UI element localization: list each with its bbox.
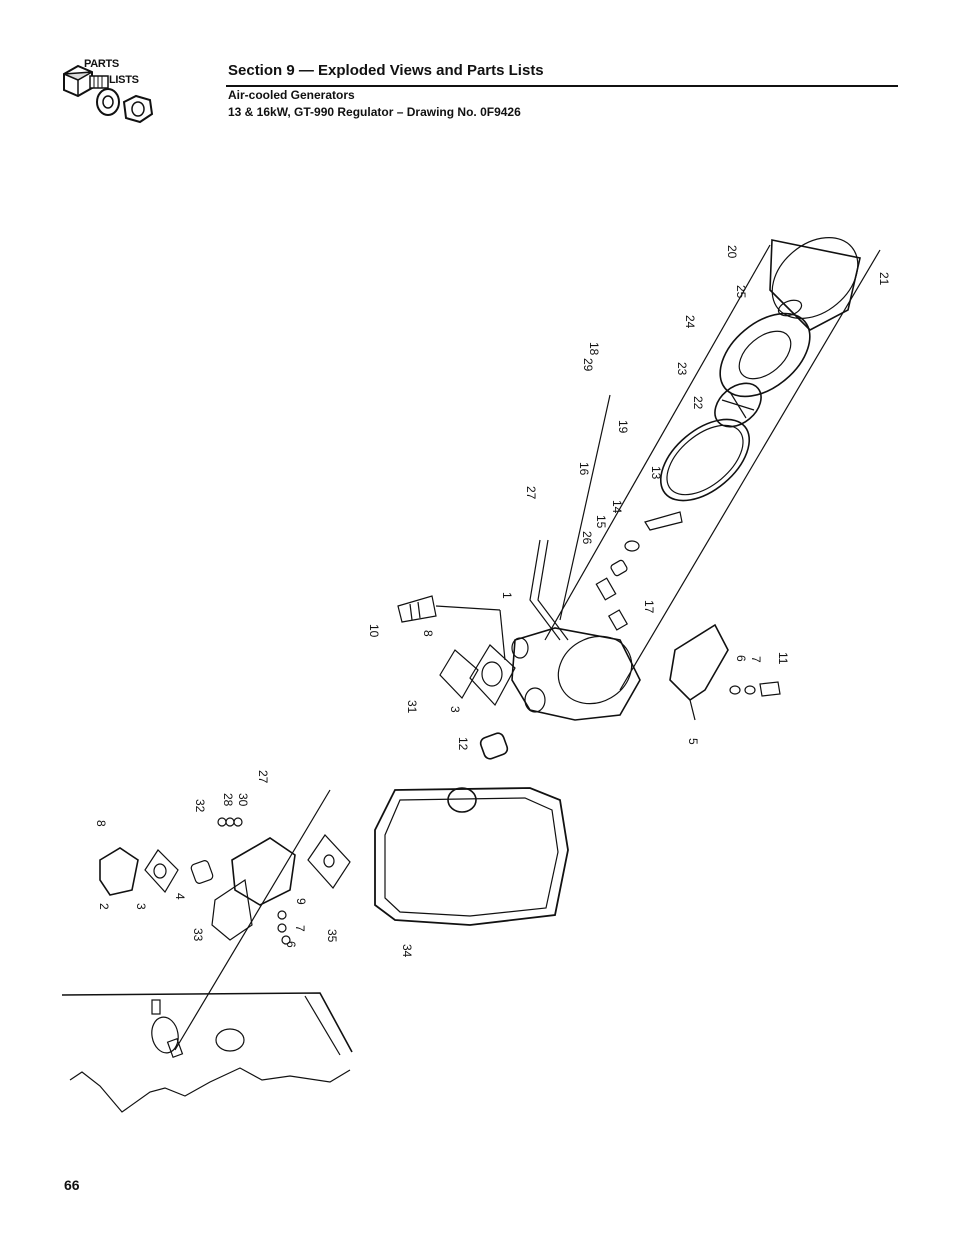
subtitle-line-2: 13 & 16kW, GT-990 Regulator – Drawing No… [228,105,521,119]
callout-11: 11 [776,652,790,665]
callout-32: 32 [193,799,207,813]
callout-21: 21 [877,272,891,286]
callout-23: 23 [675,362,689,376]
callout-17: 17 [642,600,656,614]
callout-10: 10 [367,624,381,638]
callout-14: 14 [610,500,624,514]
callout-27-lower: 27 [256,770,270,784]
header-rule [226,85,898,87]
callout-33: 33 [191,928,205,942]
callout-numbers: 20 21 25 24 23 22 29 18 19 16 13 27 14 1… [94,245,891,958]
callout-27-upper: 27 [524,486,538,500]
callout-28: 28 [221,793,235,807]
callout-3-lower: 3 [134,903,148,910]
callout-31: 31 [405,700,419,714]
parts-lists-logo [63,64,154,124]
callout-12: 12 [456,737,470,751]
callout-25: 25 [734,285,748,299]
callout-8-lower: 8 [94,820,108,827]
logo-lists-text: LISTS [109,74,139,86]
callout-5: 5 [686,738,700,745]
callout-34: 34 [400,944,414,958]
logo-parts-text: PARTS [84,58,119,70]
callout-18: 18 [587,342,601,356]
callout-19: 19 [616,420,630,434]
callout-30: 30 [236,793,250,807]
callout-6-upper: 6 [734,655,748,662]
callout-8-upper: 8 [421,630,435,637]
callout-24: 24 [683,315,697,329]
subtitle-line-1: Air-cooled Generators [228,88,355,102]
callout-29: 29 [581,358,595,372]
section-title: Section 9 — Exploded Views and Parts Lis… [228,62,544,79]
callout-35: 35 [325,929,339,943]
callout-6-lower: 6 [284,941,298,948]
callout-4: 4 [173,893,187,900]
callout-2: 2 [97,903,111,910]
callout-22: 22 [691,396,705,410]
callout-26: 26 [580,531,594,545]
page-number: 66 [64,1177,80,1193]
callout-15: 15 [594,515,608,529]
callout-1: 1 [500,592,514,599]
callout-9: 9 [294,898,308,905]
callout-13: 13 [649,466,663,480]
callout-20: 20 [725,245,739,259]
callout-16: 16 [577,462,591,476]
callout-7-upper: 7 [749,656,763,663]
callout-3-upper: 3 [448,706,462,713]
callout-7-lower: 7 [293,925,307,932]
